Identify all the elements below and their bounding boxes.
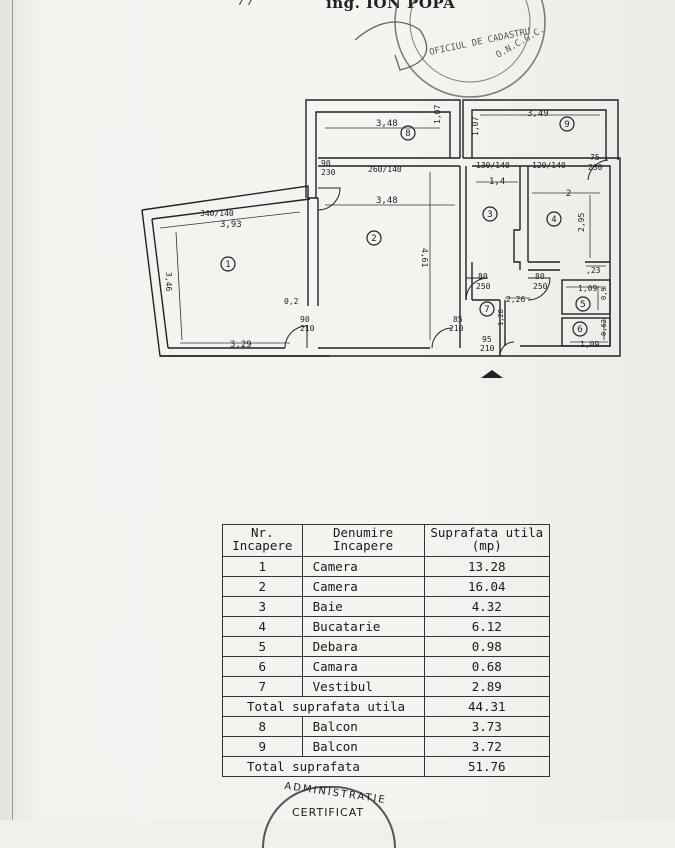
dim-348-top: 3,48: [376, 119, 398, 129]
dim-230-a: 230: [321, 168, 336, 177]
dim-329: 3,29: [230, 340, 252, 350]
dim-80-a: 80: [478, 272, 488, 281]
dim-393: 3,93: [220, 220, 242, 230]
dim-02: 0,2: [284, 297, 299, 306]
entrance-arrow: [481, 370, 503, 378]
dim-130-140: 130/140: [476, 161, 510, 170]
dim-210-d: 210: [300, 324, 315, 333]
area-table: Nr. Incapere Denumire Incapere Suprafata…: [222, 524, 551, 777]
dim-90-a: 90: [321, 159, 331, 168]
header-nr: Nr. Incapere: [222, 524, 303, 557]
room-label-9: 9: [564, 120, 569, 130]
signature: / /: [240, 0, 254, 8]
dim-09: 0,9: [600, 287, 608, 300]
dim-80-b: 80: [535, 272, 545, 281]
dim-107-right: 1,07: [471, 117, 480, 136]
engineer-name: ing. ION POPA: [326, 0, 456, 12]
dim-120-140: 120/140: [532, 161, 566, 170]
dim-295: 2,95: [577, 213, 586, 232]
dim-346: 3,46: [164, 272, 173, 291]
room-label-5: 5: [580, 300, 585, 310]
dim-90-d: 90: [300, 315, 310, 324]
table-row: 6 Camara 0.68: [222, 656, 551, 677]
room-label-2: 2: [371, 234, 376, 244]
dim-109-b: 1,09: [580, 340, 599, 349]
dim-226: 2,26: [506, 295, 525, 304]
dim-128: 1,28: [497, 309, 505, 326]
room-label-6: 6: [577, 325, 582, 335]
dim-23: ,23: [586, 266, 601, 275]
dim-2: 2: [566, 189, 571, 199]
dim-230-b: 230: [588, 163, 603, 172]
dim-109-a: 1,09: [578, 284, 597, 293]
table-row: 3 Baie 4.32: [222, 596, 551, 617]
floor-plan: 3,48 1,07 1,07 3,49 340/140 3,93 90 230 …: [141, 99, 621, 378]
dim-95: 95: [482, 335, 492, 344]
table-row: 2 Camera 16.04: [222, 576, 551, 597]
dim-250-a: 250: [476, 282, 491, 291]
room-label-4: 4: [551, 215, 556, 225]
dim-461: 4,61: [420, 248, 429, 267]
room-label-1: 1: [225, 260, 230, 270]
dim-75: 75: [590, 153, 600, 162]
header-area: Suprafata utila (mp): [423, 524, 551, 557]
dim-349: 3,49: [527, 109, 549, 119]
table-header-row: Nr. Incapere Denumire Incapere Suprafata…: [222, 524, 551, 557]
room-label-7: 7: [484, 305, 489, 315]
bottom-stamp-text2: CERTIFICAT: [292, 806, 365, 819]
dim-210-e: 210: [449, 324, 464, 333]
dim-107-left: 1,07: [433, 105, 442, 124]
dim-250-b: 250: [533, 282, 548, 291]
room-label-8: 8: [405, 129, 410, 139]
page-edge: [12, 0, 13, 820]
table-row: 5 Debara 0.98: [222, 636, 551, 657]
room-label-3: 3: [487, 210, 492, 220]
table-row: 7 Vestibul 2.89: [222, 676, 551, 697]
dim-210-f: 210: [480, 344, 495, 353]
dim-062: 0,62: [600, 319, 608, 336]
dim-348-mid: 3,48: [376, 196, 398, 206]
dim-14: 1,4: [489, 177, 505, 187]
header-name: Denumire Incapere: [301, 524, 425, 557]
table-row: 4 Bucatarie 6.12: [222, 616, 551, 637]
dim-340-140: 340/140: [200, 209, 234, 218]
table-row: 8 Balcon 3.73: [222, 716, 551, 737]
table-row: 9 Balcon 3.72: [222, 736, 551, 757]
dim-260-140: 260/140: [368, 165, 402, 174]
total-row: Total suprafata 51.76: [222, 756, 551, 777]
table-row: 1 Camera 13.28: [222, 556, 551, 577]
total-useful-row: Total suprafata utila 44.31: [222, 696, 551, 717]
top-stamp: OFICIUL DE CADASTRU O.N.C.G.C.: [354, 0, 546, 98]
dim-85: 85: [453, 315, 463, 324]
